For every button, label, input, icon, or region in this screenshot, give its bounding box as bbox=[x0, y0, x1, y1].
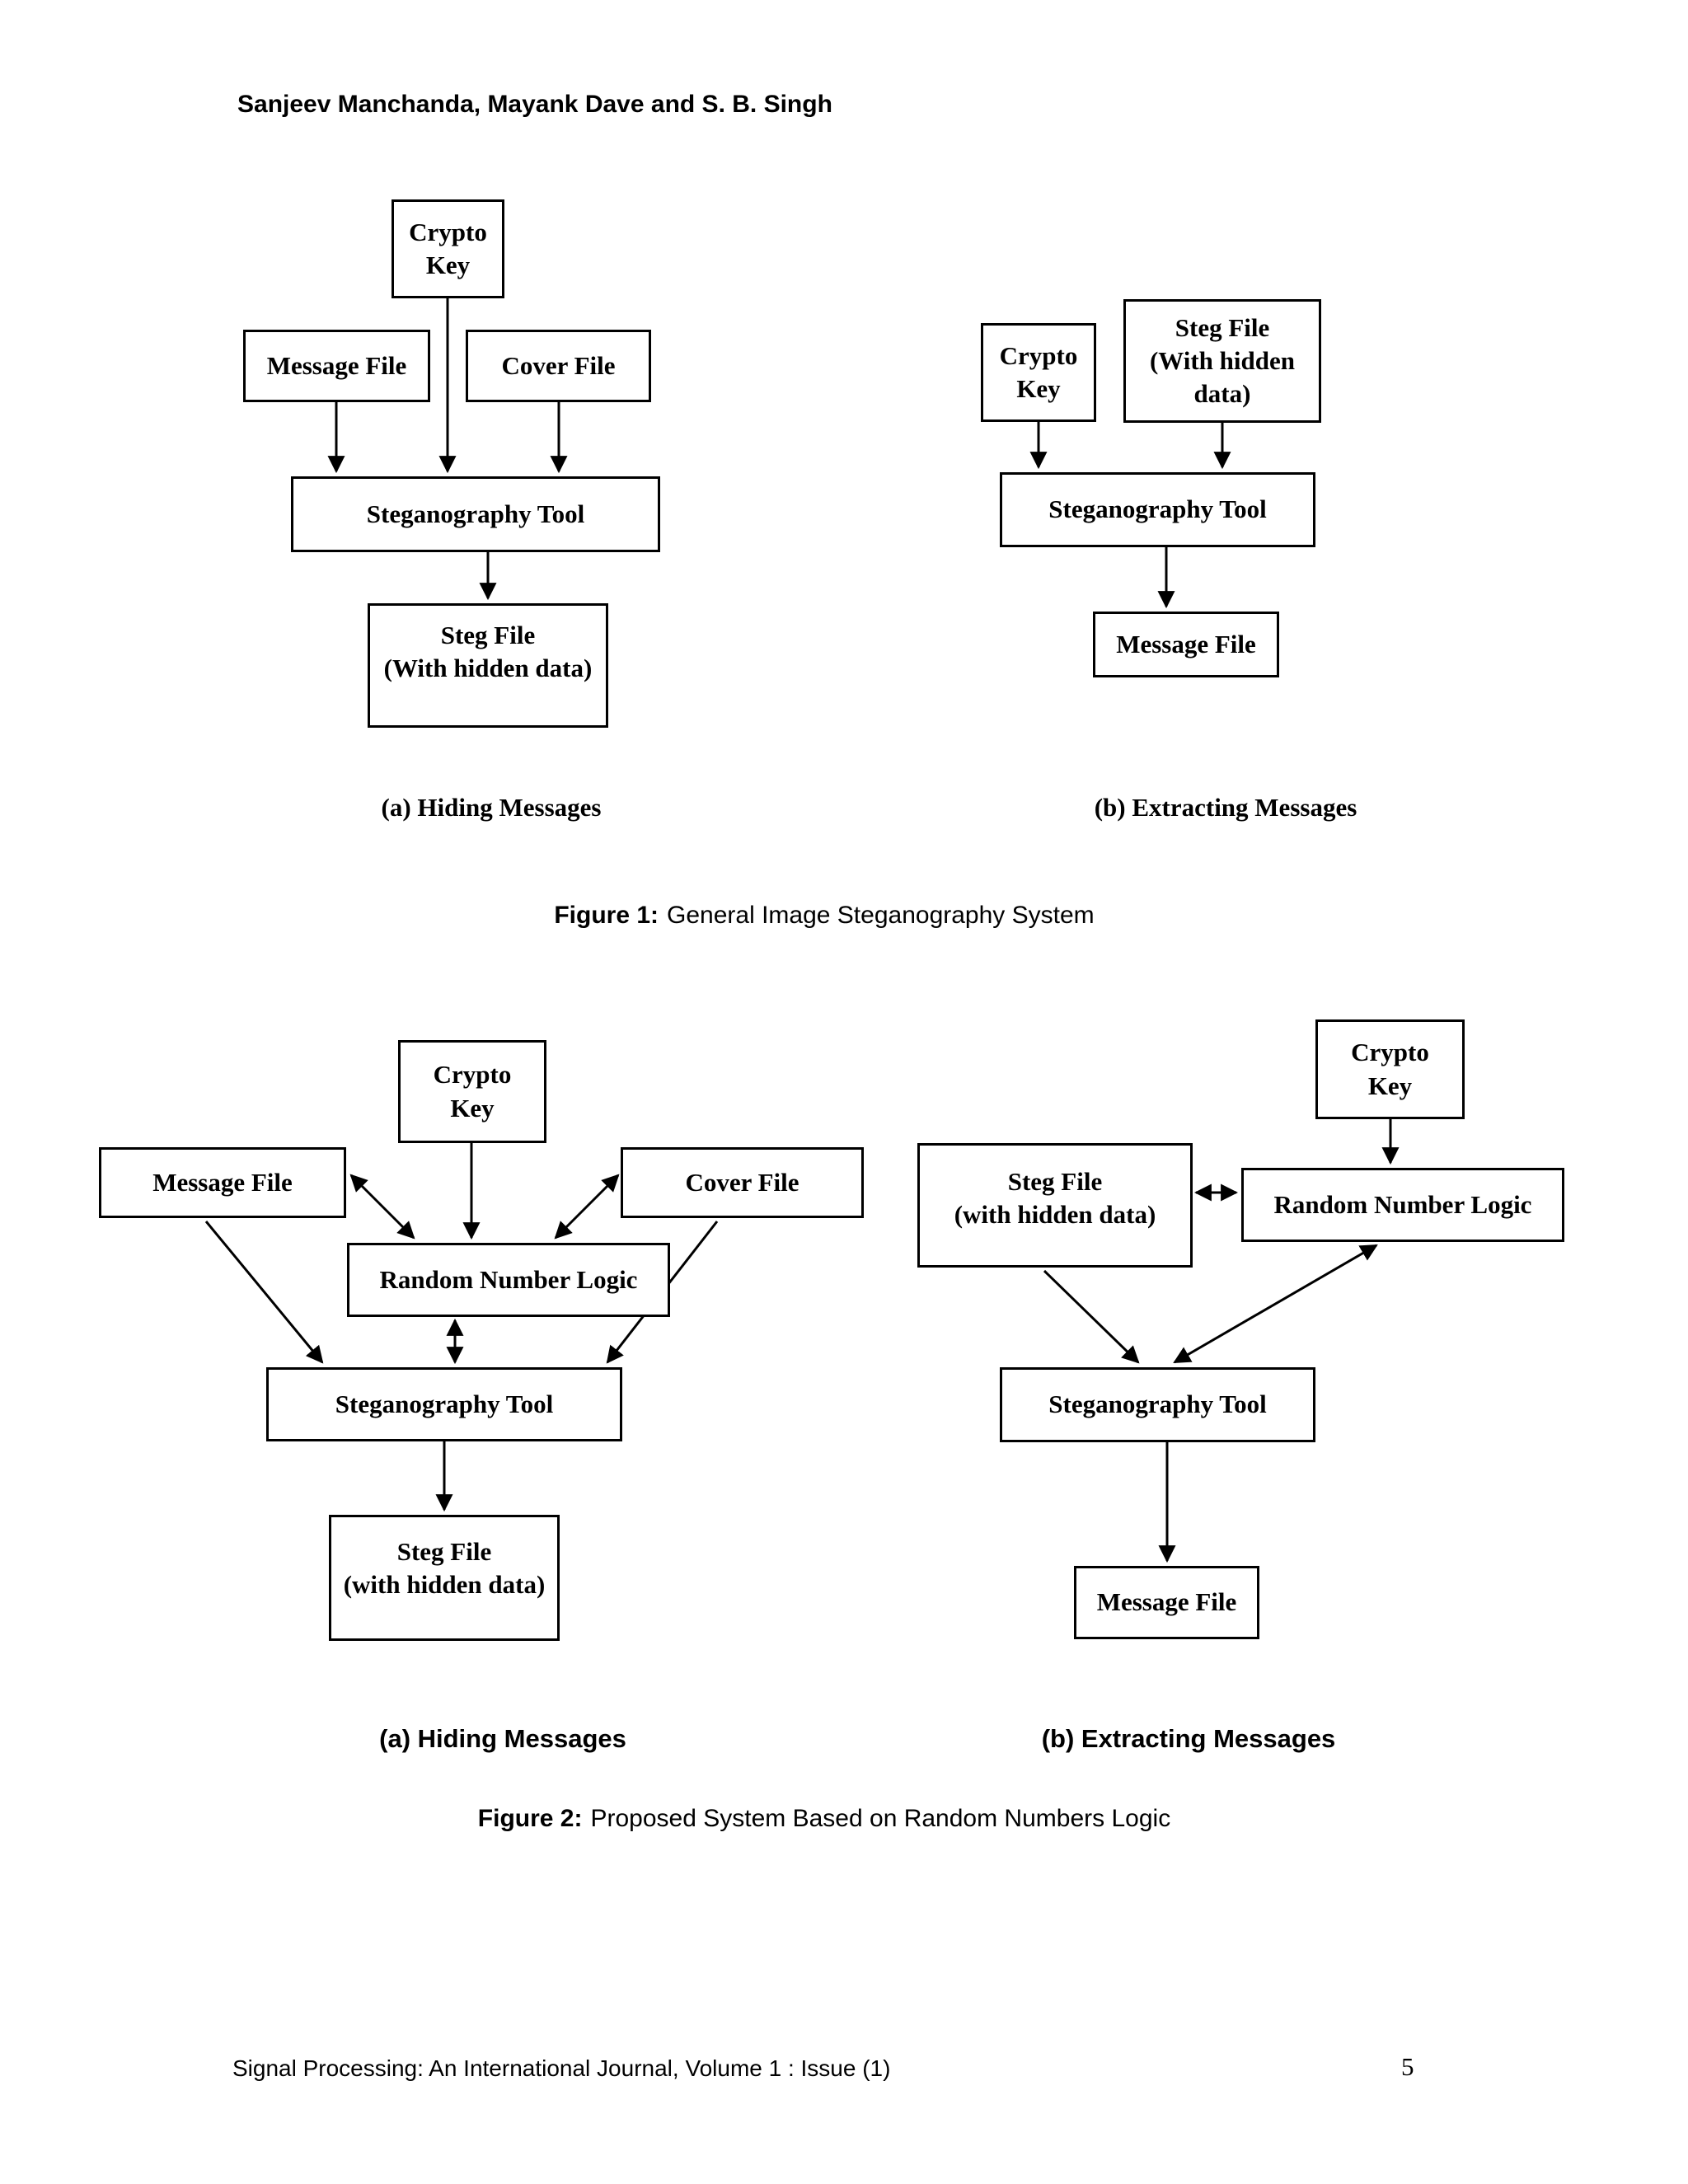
footer-page-number: 5 bbox=[1401, 2052, 1414, 2081]
figure2-panel-b: Crypto Key Steg File (with hidden data) … bbox=[890, 989, 1648, 1648]
figure1-panel-b-caption: (b) Extracting Messages bbox=[1094, 793, 1357, 822]
box-steganography-tool: Steganography Tool bbox=[291, 476, 660, 552]
box-steganography-tool: Steganography Tool bbox=[266, 1367, 622, 1441]
figure1-panel-b-arrows bbox=[1029, 422, 1231, 609]
figure1-panel-a-arrows bbox=[327, 298, 568, 601]
box-crypto-key: Crypto Key bbox=[398, 1040, 546, 1143]
figure1-panel-a-caption: (a) Hiding Messages bbox=[381, 793, 602, 822]
figure1-caption-label: Figure 1: bbox=[554, 902, 659, 929]
box-crypto-key: Crypto Key bbox=[1315, 1019, 1465, 1119]
figure1-caption-text: General Image Steganography System bbox=[667, 902, 1095, 929]
box-message-file: Message File bbox=[1074, 1566, 1259, 1639]
box-steg-file: Steg File (With hidden data) bbox=[1123, 299, 1321, 423]
box-steg-file: Steg File (with hidden data) bbox=[917, 1143, 1193, 1268]
box-message-file: Message File bbox=[243, 330, 430, 402]
figure2-caption-label: Figure 2: bbox=[477, 1805, 583, 1832]
box-message-file: Message File bbox=[99, 1147, 346, 1218]
box-crypto-key: Crypto Key bbox=[392, 199, 504, 298]
figure2-panel-b-caption: (b) Extracting Messages bbox=[1041, 1724, 1336, 1753]
arrow-steg-file-to-steganography-tool bbox=[1043, 1269, 1140, 1364]
box-cover-file: Cover File bbox=[621, 1147, 864, 1218]
box-steg-file: Steg File (With hidden data) bbox=[368, 603, 608, 728]
figure1-panel-b: Crypto Key Steg File (With hidden data) … bbox=[948, 272, 1492, 733]
box-random-number-logic: Random Number Logic bbox=[347, 1243, 670, 1317]
arrow-message-file-random-number-logic-bidirectional bbox=[349, 1174, 415, 1240]
box-crypto-key: Crypto Key bbox=[981, 323, 1096, 422]
box-random-number-logic: Random Number Logic bbox=[1241, 1168, 1564, 1242]
figure1-panel-a: Crypto Key Message File Cover File Stega… bbox=[231, 181, 841, 758]
box-steg-file: Steg File (with hidden data) bbox=[329, 1515, 560, 1641]
box-message-file: Message File bbox=[1093, 612, 1279, 677]
figure2-caption: Figure 2: Proposed System Based on Random… bbox=[478, 1805, 1170, 1833]
arrow-cover-file-random-number-logic-bidirectional bbox=[554, 1174, 620, 1240]
box-steganography-tool: Steganography Tool bbox=[1000, 472, 1315, 547]
arrow-message-file-to-steganography-tool bbox=[204, 1221, 324, 1364]
footer-journal-line: Signal Processing: An International Jour… bbox=[232, 2055, 891, 2081]
figure2-caption-text: Proposed System Based on Random Numbers … bbox=[590, 1805, 1171, 1832]
arrow-random-number-logic-steganography-tool-bidirectional bbox=[1173, 1244, 1378, 1364]
box-cover-file: Cover File bbox=[466, 330, 651, 402]
figure2-panel-b-arrows bbox=[1043, 1119, 1400, 1563]
figure2-panel-a: Crypto Key Message File Cover File Rando… bbox=[82, 1005, 890, 1657]
page-header-authors: Sanjeev Manchanda, Mayank Dave and S. B.… bbox=[237, 91, 832, 118]
figure2-panel-a-caption: (a) Hiding Messages bbox=[379, 1724, 626, 1753]
box-steganography-tool: Steganography Tool bbox=[1000, 1367, 1315, 1442]
figure1-caption: Figure 1: General Image Steganography Sys… bbox=[554, 902, 1094, 930]
